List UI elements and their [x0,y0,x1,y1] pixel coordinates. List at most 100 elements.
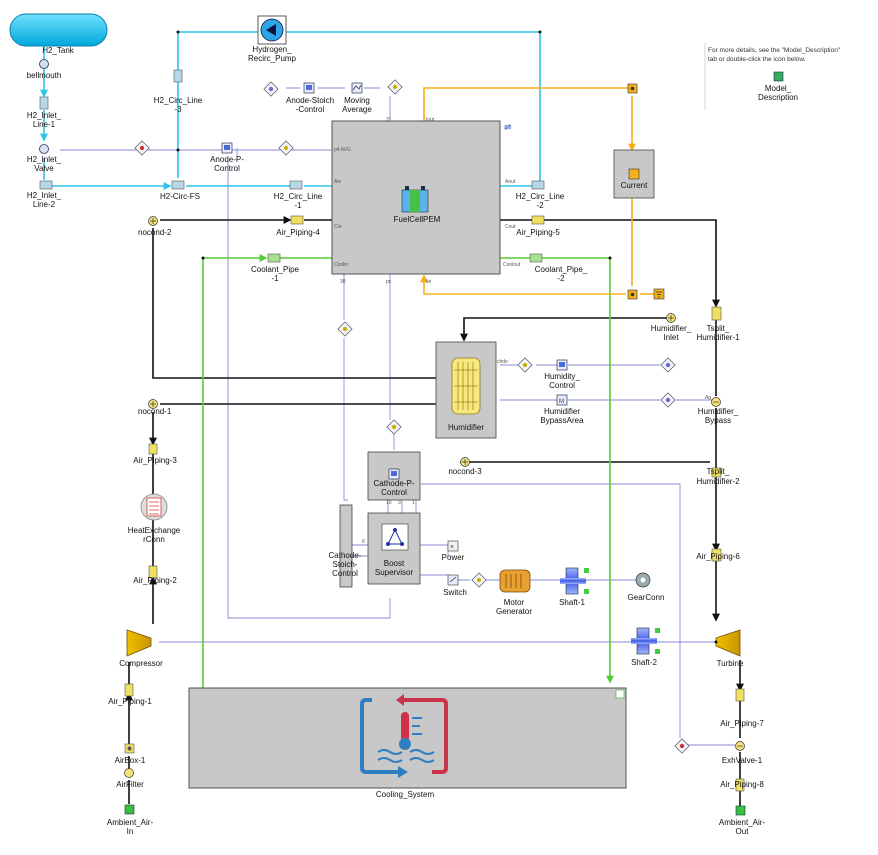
signal-converter-exhaust[interactable] [674,738,690,754]
port-coolout: Coolout [503,262,521,268]
model-description[interactable]: Model_ Description [758,71,798,102]
humidifier[interactable]: Humidifier chdo [435,341,508,439]
boost-label-a: Boost [384,559,405,568]
nocond-2[interactable]: nocond-2 [138,216,172,238]
pump-label-a: Hydrogen_ [252,45,292,54]
cooling-icon [360,694,448,778]
port-cin: Cin [334,224,342,230]
heat-exchanger-conn[interactable]: HeatExchange rConn [128,493,181,544]
nocond-1[interactable]: nocond-1 [138,399,172,417]
cooling-system[interactable]: Cooling_System [188,687,627,799]
turbine[interactable]: Turbine [715,629,744,668]
cooling-system-label: Cooling_System [376,790,435,799]
exhaust-valve-1[interactable]: ExhValve-1 [722,741,763,766]
ambient-out-label-a: Ambient_Air- [719,818,766,827]
signal-converter-motor[interactable] [471,572,487,588]
anode-p-control[interactable]: Anode-P- Control [210,142,244,173]
port-ain: Ain [334,179,341,185]
sensor-icon [139,145,145,151]
shaft-1[interactable]: Shaft-1 [559,567,589,607]
h2-inlet-line-2[interactable]: H2_Inlet_ Line-2 [27,180,62,209]
air-piping-6[interactable]: Air_Piping-6 [696,548,740,562]
coolant-pipe-1[interactable]: Coolant_Pipe -1 [251,253,300,283]
h2-circ-line-3[interactable]: H2_Circ_Line -3 [154,69,203,114]
air-piping-8[interactable]: Air_Piping-8 [720,778,764,792]
moving-average-label-b: Average [342,105,372,114]
ambient-air-in[interactable]: Ambient_Air- In [107,804,154,836]
air-filter[interactable]: AirFilter [116,768,144,790]
humidifier-inlet[interactable]: Humidifier_ Inlet [651,313,692,343]
port-coolin: Coolin [334,262,348,268]
heat-exchanger-icon [146,497,162,517]
h2-tank-label: H2_Tank [42,46,75,55]
port-chdo: chdo [497,359,508,365]
signal-converter-fc-bottom[interactable] [337,321,353,337]
air-piping-3[interactable]: Air_Piping-3 [133,443,177,465]
bellmouth[interactable]: bellmouth [27,59,62,81]
h2-inlet-valve[interactable]: H2_Inlet_ Valve [27,144,62,174]
motor-label-a: Motor [504,598,525,607]
signal-converter-anode[interactable] [134,140,150,156]
switch[interactable]: Switch [443,574,467,597]
fuelcell-pem[interactable]: FuelCellPEM p4 AVG Ain Cin Coolin Aout C… [331,117,521,285]
power[interactable]: × Power [442,540,465,562]
h2-inlet-line-1[interactable]: H2_Inlet_ Line-1 [27,96,62,129]
air-piping-5-label: Air_Piping-5 [516,228,560,237]
elec-junction-bottom[interactable] [627,289,638,300]
air-piping-7[interactable]: Air_Piping-7 [720,688,764,728]
air-piping-4-label: Air_Piping-4 [276,228,320,237]
compressor[interactable]: Compressor [119,629,163,668]
tsplit-humidifier-2[interactable]: Tsplit_ Humidifier-2 [696,467,740,486]
ambient-in-label-b: In [127,827,134,836]
air-piping-1[interactable]: Air_Piping-1 [108,683,152,706]
port-iout: Iout [426,117,435,123]
humidifier-bypass-area[interactable]: M Humidifier BypassArea [540,394,584,425]
boost-supervisor[interactable]: Boost Supervisor [367,512,421,585]
tsplit-1-label-a: Tsplit_ [707,324,730,333]
moving-average[interactable]: Moving Average [342,82,372,114]
humidifier-bypass-label-a: Humidifier_ [698,407,739,416]
shaft-2[interactable]: Shaft-2 [631,627,660,667]
air-piping-2[interactable]: Air_Piping-2 [133,565,177,585]
signal-converter-anode-p[interactable] [278,140,294,156]
hydrogen-recirc-pump[interactable]: Hydrogen_ Recirc_Pump [248,15,297,63]
current-source[interactable]: Current [613,149,655,199]
port-ag2: Ag [705,395,711,401]
cathode-p-control[interactable]: Cathode-P- Control 10 3 1 [367,451,421,506]
shaft-1-label: Shaft-1 [559,598,585,607]
nocond-2-label: nocond-2 [138,228,172,237]
current-icon [628,168,640,180]
ground[interactable] [653,288,665,300]
humidifier-bypass[interactable]: Ag Humidifier_ Bypass [698,395,739,425]
signal-converter-cathode[interactable] [386,419,402,435]
port-1: 1 [412,500,415,506]
h2-circ-fs[interactable]: H2-Circ-FS [160,180,200,201]
elec-junction-top[interactable] [627,83,638,94]
airbox-1[interactable]: AirBox-1 [115,743,146,765]
signal-converter-humidity[interactable] [517,357,533,373]
signal-converter-stoich[interactable] [263,81,279,97]
ambient-air-out[interactable]: Ambient_Air- Out [719,805,766,836]
info-note: For more details, see the "Model_Descrip… [704,43,841,110]
signal-converter-fc-top[interactable] [387,79,403,95]
anode-stoich-control[interactable]: Anode-Stoich -Control [286,82,334,114]
gear-conn[interactable]: GearConn [628,572,665,602]
port-cout: Cout [505,224,516,230]
h2-circ-line-1[interactable]: H2_Circ_Line -1 [274,180,323,210]
nocond-3[interactable]: nocond-3 [448,457,482,477]
signal-converter-right-2[interactable] [660,392,676,408]
heat-exchanger-label-a: HeatExchange [128,526,181,535]
h2-tank[interactable]: H2_Tank [9,13,108,55]
air-piping-5[interactable]: Air_Piping-5 [516,215,560,237]
motor-generator[interactable]: Motor Generator [496,569,532,616]
h2-circ-line-3-label-a: H2_Circ_Line [154,96,203,105]
h2-circ-line-2[interactable]: H2_Circ_Line -2 [516,180,565,210]
coolant-pipe-2[interactable]: Coolant_Pipe_ -2 [529,253,588,283]
humidity-control[interactable]: Humidity_ Control [544,359,580,390]
coolant-pipe-1-label-a: Coolant_Pipe [251,265,300,274]
signal-converter-right-1[interactable] [660,357,676,373]
cathode-stoich-control[interactable]: Cathode- Stoich- Control 6 [329,504,365,588]
tsplit-humidifier-1[interactable]: Tsplit_ Humidifier-1 [696,306,740,342]
air-piping-4[interactable]: Air_Piping-4 [276,215,320,237]
h2-inlet-valve-label-b: Valve [34,164,54,173]
